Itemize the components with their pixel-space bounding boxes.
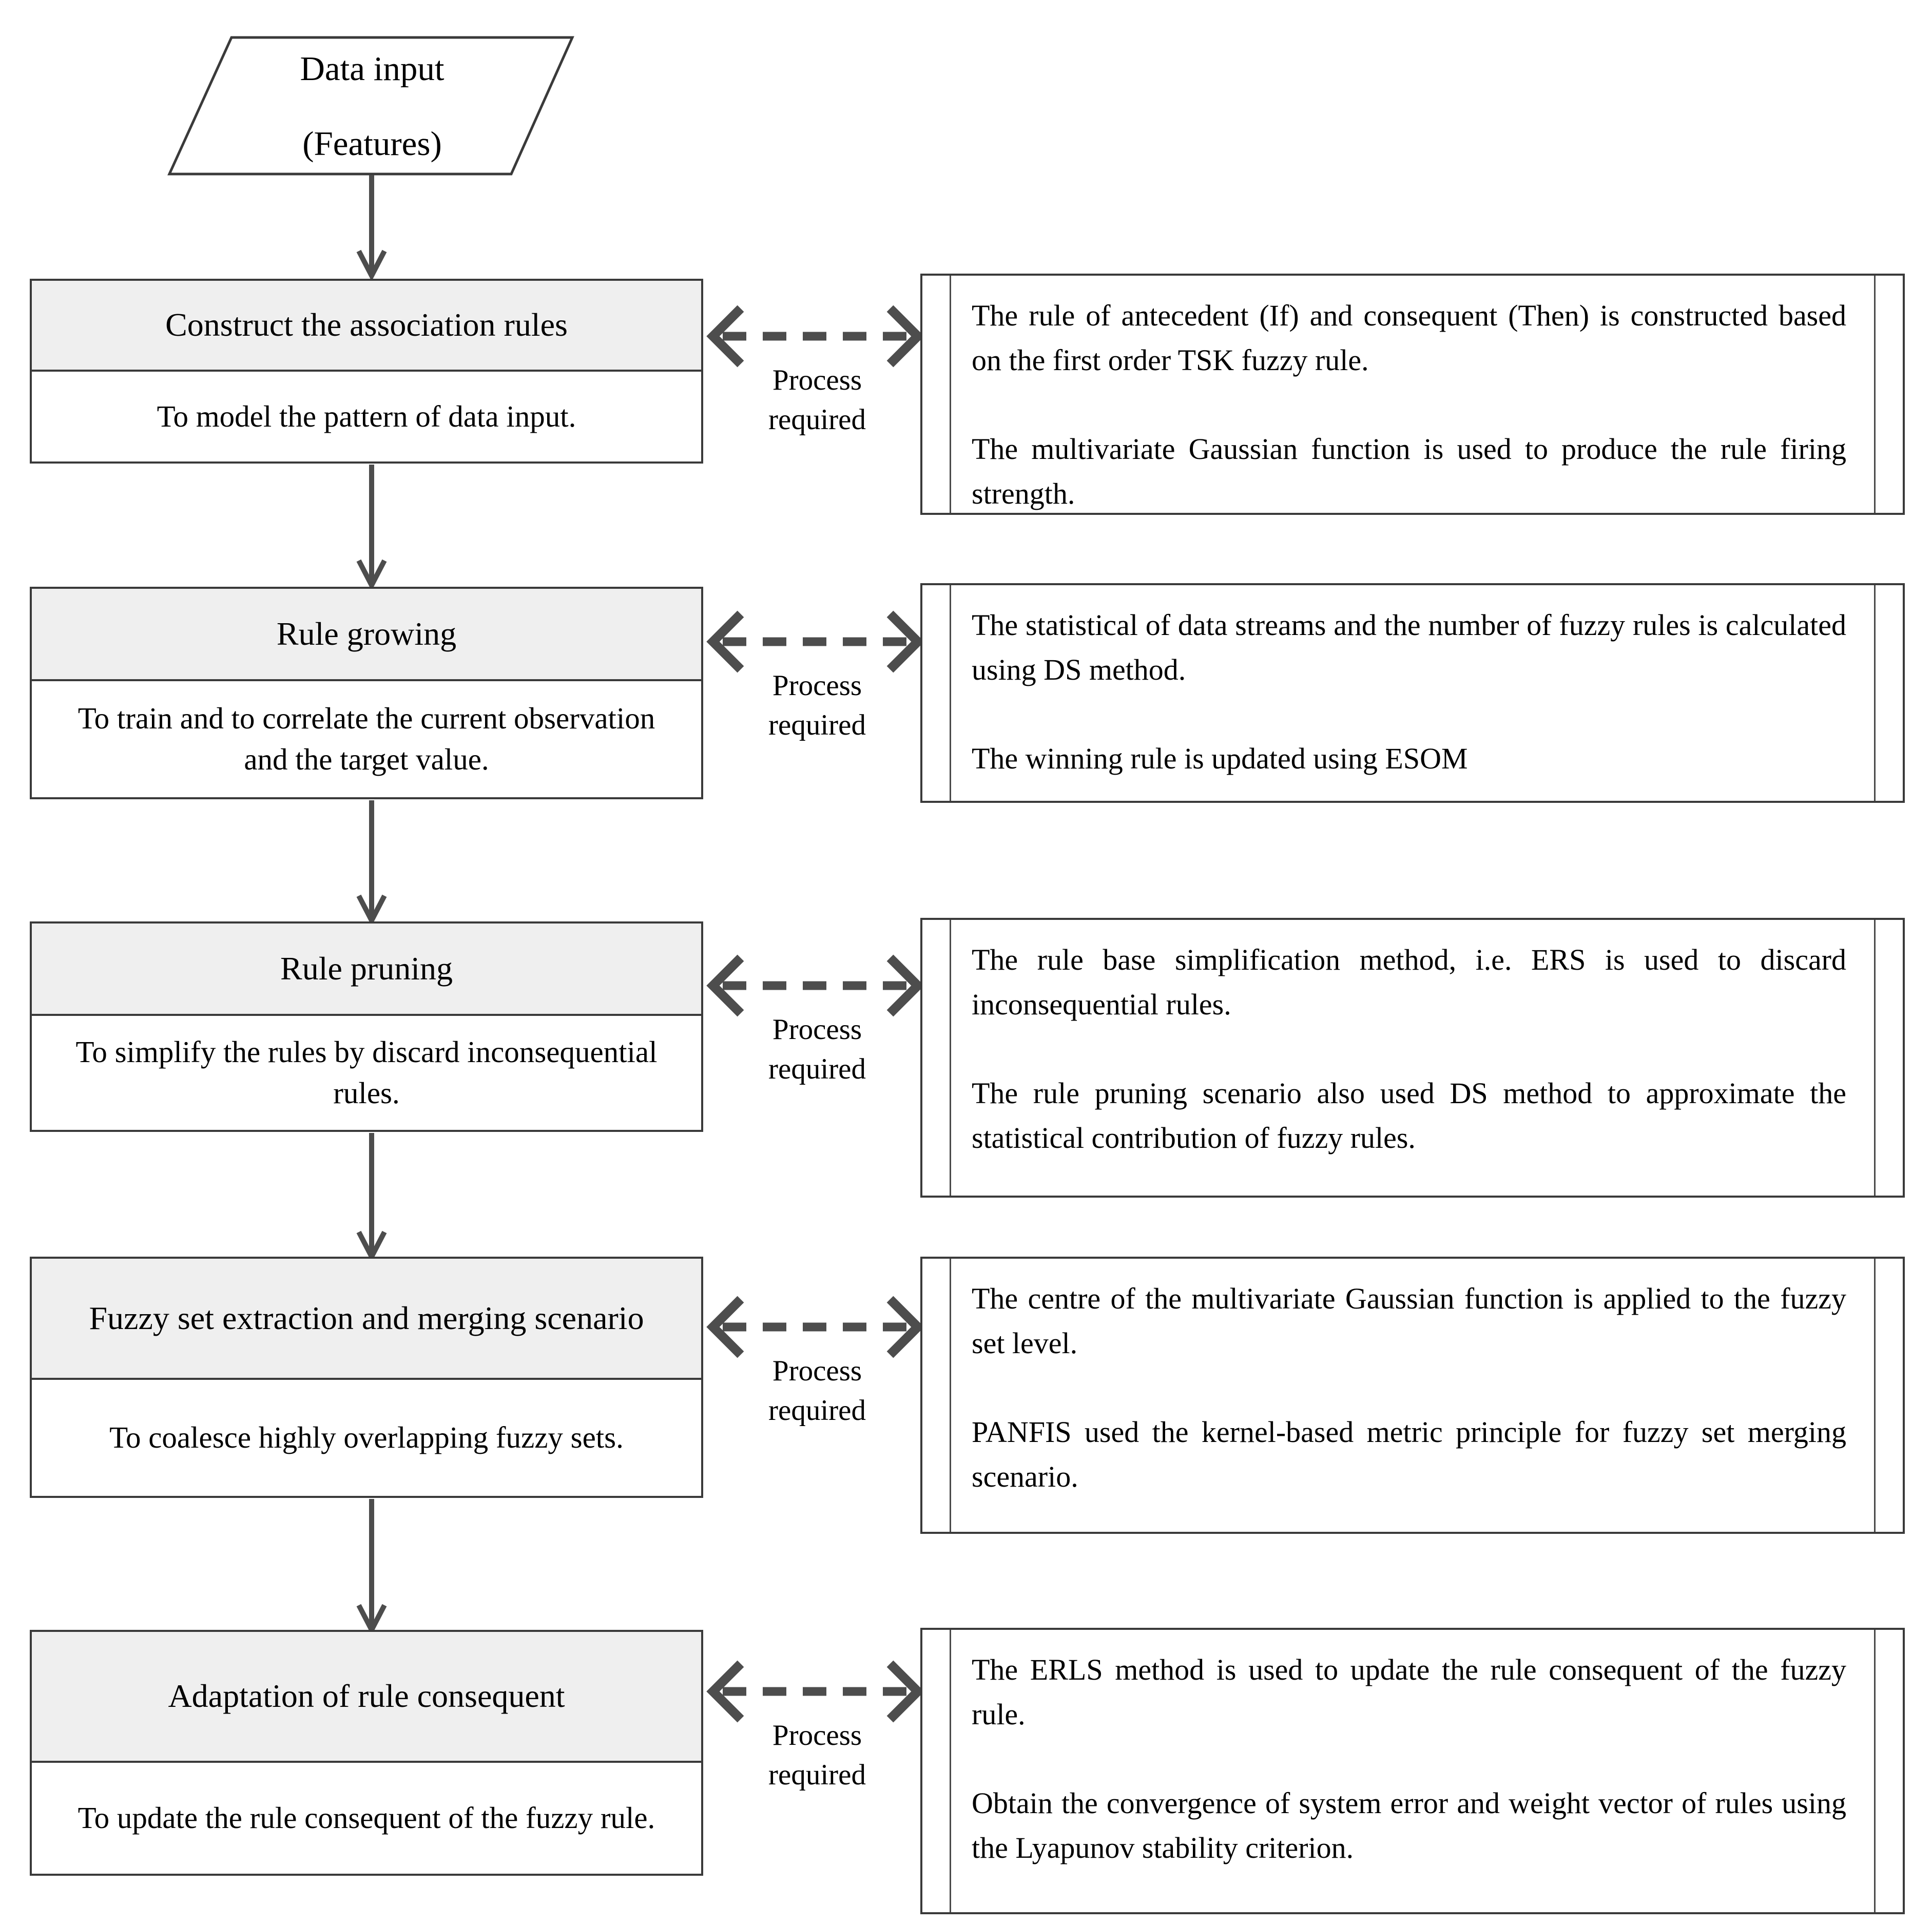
process-required-label: Process required bbox=[768, 1719, 866, 1791]
detail-box-adaptation-consequent: The ERLS method is used to update the ru… bbox=[920, 1628, 1905, 1914]
detail-paragraph: The multivariate Gaussian function is us… bbox=[972, 432, 1846, 510]
inner-border-right bbox=[1874, 276, 1876, 513]
flow-arrow-down-3 bbox=[356, 800, 387, 926]
detail-paragraph: The centre of the multivariate Gaussian … bbox=[972, 1282, 1846, 1360]
detail-paragraph: The rule pruning scenario also used DS m… bbox=[972, 1076, 1846, 1155]
inner-border-right bbox=[1874, 585, 1876, 801]
process-purpose: To update the rule consequent of the fuz… bbox=[78, 1801, 655, 1835]
inner-border-left bbox=[950, 920, 951, 1196]
inner-border-left bbox=[950, 276, 951, 513]
data-input-label: Data input (Features) bbox=[195, 45, 549, 168]
process-box-fuzzy-set-merging: Fuzzy set extraction and merging scenari… bbox=[30, 1257, 703, 1498]
process-required-arrow-3 bbox=[706, 954, 924, 1017]
process-purpose: To coalesce highly overlapping fuzzy set… bbox=[109, 1420, 624, 1455]
process-box-rule-pruning: Rule pruning To simplify the rules by di… bbox=[30, 921, 703, 1132]
inner-border-left bbox=[950, 1259, 951, 1532]
detail-paragraph: The statistical of data streams and the … bbox=[972, 608, 1846, 686]
detail-box-construct-rules: The rule of antecedent (If) and conseque… bbox=[920, 274, 1905, 515]
inner-border-left bbox=[950, 585, 951, 801]
process-purpose: To model the pattern of data input. bbox=[157, 399, 576, 433]
process-required-label: Process required bbox=[768, 1355, 866, 1427]
detail-box-rule-pruning: The rule base simplification method, i.e… bbox=[920, 918, 1905, 1198]
process-box-construct-rules: Construct the association rules To model… bbox=[30, 279, 703, 464]
process-required-arrow-1 bbox=[706, 305, 924, 368]
detail-paragraph: The rule base simplification method, i.e… bbox=[972, 943, 1846, 1021]
process-required-arrow-2 bbox=[706, 610, 924, 673]
detail-paragraph: The rule of antecedent (If) and conseque… bbox=[972, 299, 1846, 377]
process-title: Fuzzy set extraction and merging scenari… bbox=[32, 1259, 701, 1380]
process-purpose: To train and to correlate the current ob… bbox=[78, 701, 655, 776]
process-required-label: Process required bbox=[768, 1013, 866, 1085]
detail-paragraph: The ERLS method is used to update the ru… bbox=[972, 1653, 1846, 1731]
inner-border-right bbox=[1874, 920, 1876, 1196]
inner-border-right bbox=[1874, 1259, 1876, 1532]
process-title: Adaptation of rule consequent bbox=[32, 1632, 701, 1763]
process-required-arrow-4 bbox=[706, 1296, 924, 1358]
process-required-label: Process required bbox=[768, 364, 866, 436]
detail-paragraph: Obtain the convergence of system error a… bbox=[972, 1786, 1846, 1864]
process-required-label: Process required bbox=[768, 669, 866, 741]
process-box-rule-growing: Rule growing To train and to correlate t… bbox=[30, 587, 703, 799]
process-purpose: To simplify the rules by discard inconse… bbox=[75, 1035, 658, 1110]
process-title: Construct the association rules bbox=[32, 281, 701, 372]
flow-arrow-down-4 bbox=[356, 1133, 387, 1262]
data-input-line1: Data input bbox=[300, 50, 445, 88]
data-input-line2: (Features) bbox=[302, 125, 442, 163]
data-input-shape bbox=[167, 36, 574, 176]
detail-paragraph: The winning rule is updated using ESOM bbox=[972, 742, 1468, 775]
detail-paragraph: PANFIS used the kernel-based metric prin… bbox=[972, 1415, 1846, 1493]
process-required-arrow-5 bbox=[706, 1660, 924, 1723]
flow-arrow-down-1 bbox=[356, 175, 387, 281]
inner-border-left bbox=[950, 1630, 951, 1912]
process-title: Rule growing bbox=[32, 589, 701, 681]
process-title: Rule pruning bbox=[32, 923, 701, 1016]
flow-arrow-down-2 bbox=[356, 465, 387, 591]
detail-box-rule-growing: The statistical of data streams and the … bbox=[920, 583, 1905, 803]
flow-arrow-down-5 bbox=[356, 1499, 387, 1636]
process-box-adaptation-consequent: Adaptation of rule consequent To update … bbox=[30, 1630, 703, 1876]
inner-border-right bbox=[1874, 1630, 1876, 1912]
detail-box-fuzzy-set-merging: The centre of the multivariate Gaussian … bbox=[920, 1257, 1905, 1534]
